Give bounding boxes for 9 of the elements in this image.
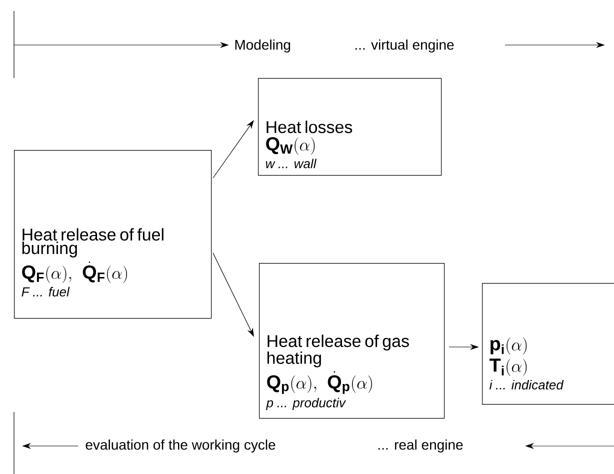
text-box: Heat release of fuel burning $\mathbf{Q_F}(\alpha),\ \ \dot{\mathbf{Q}}_{\mathbf{F}}(\alpha)$ F ... fuel — [14, 150, 212, 319]
text-box: $\mathbf{p_i}(\alpha)$ $\mathbf{T_i}(\alpha)$ i ... indicated — [482, 283, 614, 405]
label: evaluation of the working cycle — [86, 439, 276, 453]
label: ... virtual engine — [355, 39, 454, 53]
label: ... real engine — [378, 439, 463, 453]
label: Modeling — [235, 39, 290, 53]
arrow — [212, 120, 254, 178]
text-box: Heat release of gas heating $\mathbf{Q_p}(\alpha),\ \ \dot{\mathbf{Q}}_{\mathbf{p}}(\alpha)$ p ... productiv — [259, 263, 445, 419]
text-box: Heat losses $\mathbf{Q_W}(\alpha)$ w ... wall — [258, 78, 442, 176]
